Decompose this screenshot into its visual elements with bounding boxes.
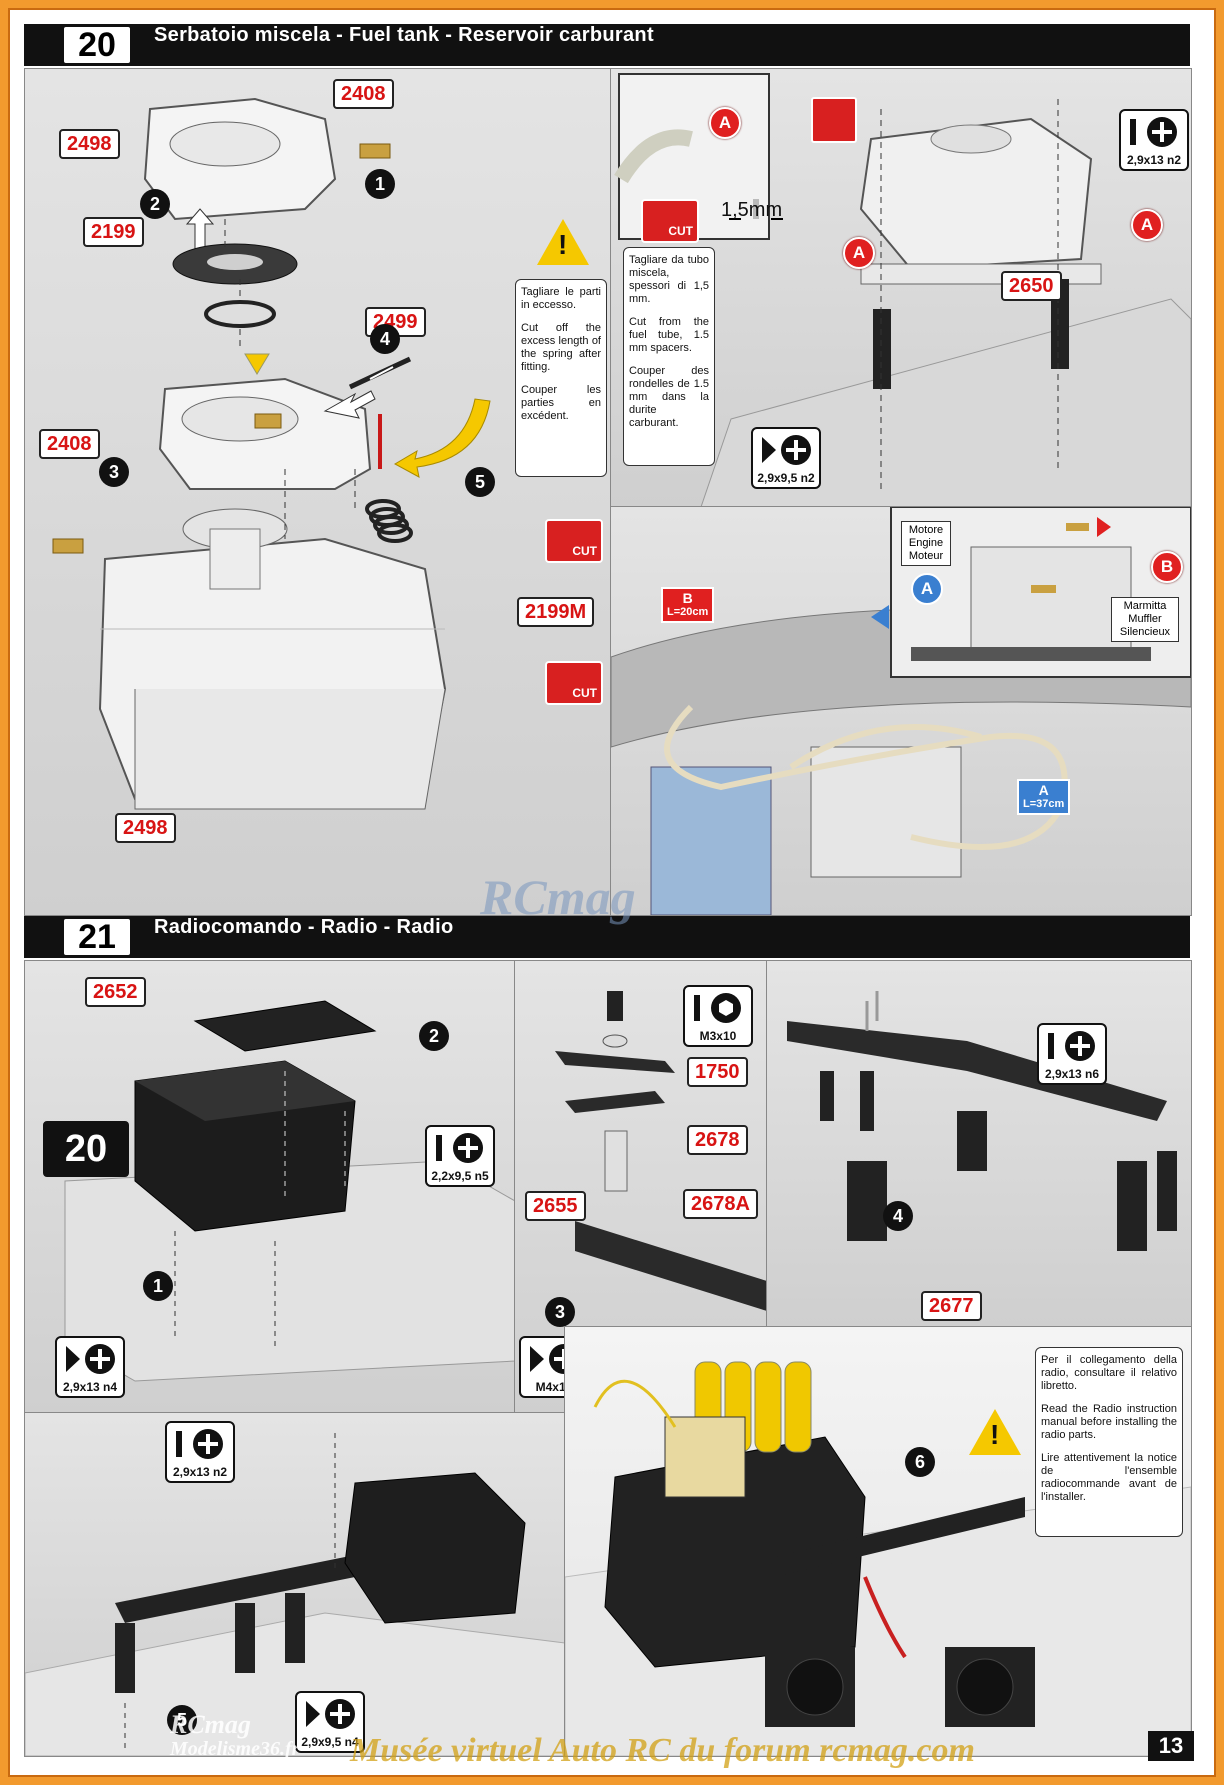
section-20-header: 20 Serbatoio miscela - Fuel tank - Reser…: [24, 24, 1190, 66]
cut-tag: CUT: [641, 199, 699, 243]
warning-icon: !: [537, 219, 589, 265]
screw-spec-box: 2,9x13 n6: [1037, 1023, 1107, 1085]
part-2498-label-2: 2498: [115, 813, 176, 843]
phillips-head-icon: [176, 1429, 223, 1459]
countersunk-screw-icon: [66, 1344, 115, 1374]
cut-spring-note: Tagliare le parti in eccesso. Cut off th…: [515, 279, 607, 477]
radio-install-illustration: [565, 1361, 1191, 1756]
phillips-head-icon: [1130, 117, 1177, 147]
radio-box-panel: 2652 2 20 2,2x9,5 n5 1 2,9x13 n4: [24, 960, 516, 1414]
cut-tag: CUT: [545, 661, 603, 705]
screw-spec-box: 2,2x9,5 n5: [425, 1125, 495, 1187]
part-2678-label: 2678: [687, 1125, 748, 1155]
part-2408-label-2: 2408: [39, 429, 100, 459]
warning-icon: !: [969, 1409, 1021, 1455]
part-2498-label: 2498: [59, 129, 120, 159]
section-title: Serbatoio miscela - Fuel tank - Reservoi…: [154, 24, 654, 46]
marker-b: B: [1151, 551, 1183, 583]
tank-mount-illustration: [614, 73, 1191, 507]
fuel-line-illustration: [611, 507, 1191, 915]
step-1-badge: 1: [143, 1271, 173, 1301]
step-5-badge: 5: [465, 467, 495, 497]
step-2-badge: 2: [419, 1021, 449, 1051]
part-1750-label: 1750: [687, 1057, 748, 1087]
marker-a: A: [843, 237, 875, 269]
spacer-thickness: 1,5mm: [721, 199, 783, 221]
section-number: 21: [64, 919, 130, 955]
tank-mount-panel: A CUT 1,5mm Tagliare da tubo miscela, sp…: [610, 68, 1192, 508]
manual-page: 20 Serbatoio miscela - Fuel tank - Reser…: [10, 10, 1214, 1775]
section-title: Radiocomando - Radio - Radio: [154, 916, 454, 938]
screw-spec-box: 2,9x13 n2: [1119, 109, 1189, 171]
hex-socket-icon: [694, 993, 741, 1023]
screw-spec-box: 2,9x13 n4: [55, 1336, 125, 1398]
servo-saver-illustration: [555, 991, 767, 1356]
cut-tag: CUT: [545, 519, 603, 563]
radio-box-illustration: [64, 1000, 515, 1382]
step-6-badge: 6: [905, 1447, 935, 1477]
screw-spec-box: 2,9x9,5 n4: [295, 1691, 365, 1753]
screw-spec-box: 2,9x9,5 n2: [751, 427, 821, 489]
part-2677-label: 2677: [921, 1291, 982, 1321]
section-number: 20: [64, 27, 130, 63]
rcmag-watermark: RCmag: [480, 869, 636, 925]
part-2650-label: 2650: [1001, 271, 1062, 301]
musee-watermark: Musée virtuel Auto RC du forum rcmag.com: [350, 1732, 975, 1769]
page-number: 13: [1148, 1731, 1194, 1761]
tube-spacer-note: Tagliare da tubo miscela, spessori di 1,…: [623, 247, 715, 466]
step-5-badge: 5: [167, 1705, 197, 1735]
ref-step-20: 20: [43, 1121, 129, 1177]
step-3-badge: 3: [545, 1297, 575, 1327]
step-4-badge: 4: [370, 324, 400, 354]
servo-mount-illustration: [787, 991, 1177, 1251]
radio-plate-illustration: [25, 1433, 565, 1756]
servo-mount-panel: 2,9x13 n6 4 2677: [766, 960, 1192, 1328]
marker-a: A: [1131, 209, 1163, 241]
part-2652-label: 2652: [85, 977, 146, 1007]
marker-a: A: [709, 107, 741, 139]
radio-install-panel: 6 ! Per il collegamento della radio, con…: [564, 1326, 1192, 1757]
fuel-tank-exploded-panel: 2408 2498 1 2 2199 2499 4 2408 3 5 CUT 2…: [24, 68, 612, 916]
step-3-badge: 3: [99, 457, 129, 487]
phillips-head-icon: [1048, 1031, 1095, 1061]
modelisme36-watermark: Modelisme36.fr: [170, 1738, 300, 1760]
step-4-badge: 4: [883, 1201, 913, 1231]
countersunk-screw-icon: [306, 1699, 355, 1729]
screw-spec-box: 2,9x13 n2: [165, 1421, 235, 1483]
radio-manual-note: Per il collegamento della radio, consult…: [1035, 1347, 1183, 1537]
part-2655-label: 2655: [525, 1191, 586, 1221]
part-2199-label: 2199: [83, 217, 144, 247]
part-2199M-label: 2199M: [517, 597, 595, 627]
screw-type-icon: [811, 97, 857, 143]
radio-plate-panel: 2,9x13 n2 5 2,9x9,5 n4: [24, 1412, 566, 1757]
rcmag-watermark-small: RCmag: [170, 1710, 251, 1739]
fuel-tank-illustration: [52, 97, 491, 810]
screw-spec-box: M3x10: [683, 985, 753, 1047]
step-2-badge: 2: [140, 189, 170, 219]
part-2408-label: 2408: [333, 79, 394, 109]
countersunk-screw-icon: [762, 435, 811, 465]
step-1-badge: 1: [365, 169, 395, 199]
part-2678A-label: 2678A: [683, 1189, 758, 1219]
marker-a-blue: A: [911, 573, 943, 605]
phillips-head-icon: [436, 1133, 483, 1163]
section-21-header: 21 Radiocomando - Radio - Radio: [24, 916, 1190, 958]
